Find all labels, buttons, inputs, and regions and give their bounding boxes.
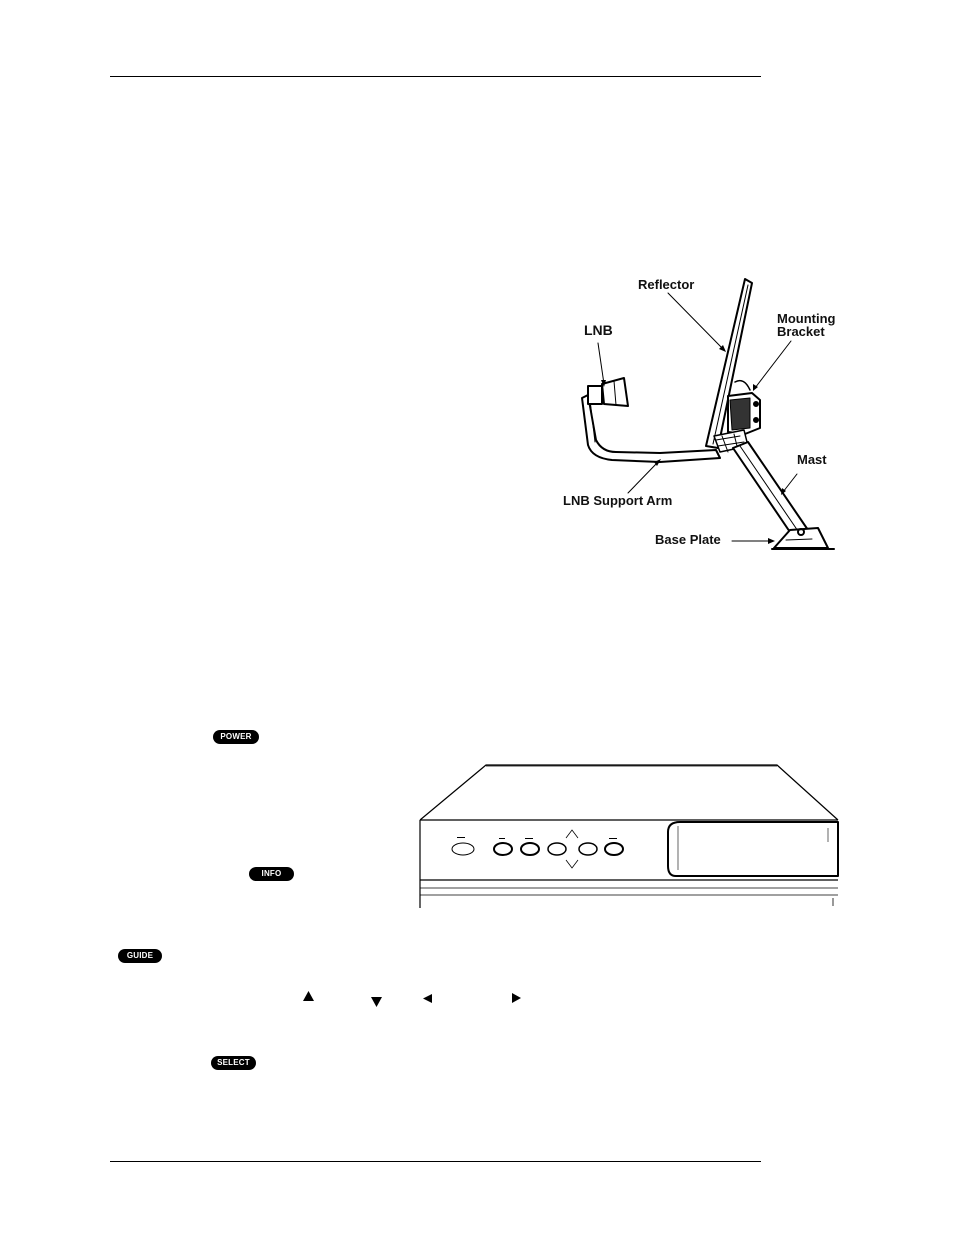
arrow-down-icon bbox=[371, 997, 382, 1007]
label-base-plate: Base Plate bbox=[655, 532, 721, 547]
arrow-left-icon bbox=[423, 994, 432, 1003]
power-button-icon: POWER bbox=[213, 730, 259, 744]
arrow-up-icon bbox=[303, 991, 314, 1001]
front-button-1 bbox=[493, 842, 513, 856]
front-button-2 bbox=[520, 842, 540, 856]
front-power-button bbox=[451, 842, 475, 856]
guide-button-icon: GUIDE bbox=[118, 949, 162, 963]
front-button-left bbox=[547, 842, 567, 856]
label-lnb-support-arm: LNB Support Arm bbox=[563, 493, 673, 508]
label-mast: Mast bbox=[797, 452, 827, 467]
label-reflector: Reflector bbox=[638, 277, 695, 292]
front-button-down bbox=[565, 859, 579, 869]
label-lnb: LNB bbox=[584, 322, 613, 338]
receiver-display-window bbox=[667, 821, 839, 877]
header-rule bbox=[110, 76, 761, 77]
label-mounting-bracket-line2: Bracket bbox=[777, 324, 825, 339]
front-button-3 bbox=[604, 842, 624, 856]
lnb-shape bbox=[587, 377, 629, 407]
front-button-up bbox=[565, 829, 579, 839]
base-plate-shape bbox=[771, 527, 835, 550]
lnb-support-arm-shape bbox=[581, 394, 721, 463]
front-button-right bbox=[578, 842, 598, 856]
info-button-icon: INFO bbox=[249, 867, 294, 881]
label-mounting-bracket-line1: Mounting bbox=[777, 311, 836, 326]
arrow-right-icon bbox=[512, 993, 521, 1003]
select-button-icon: SELECT bbox=[211, 1056, 256, 1070]
receiver-top-face bbox=[419, 764, 839, 821]
footer-rule bbox=[110, 1161, 761, 1162]
